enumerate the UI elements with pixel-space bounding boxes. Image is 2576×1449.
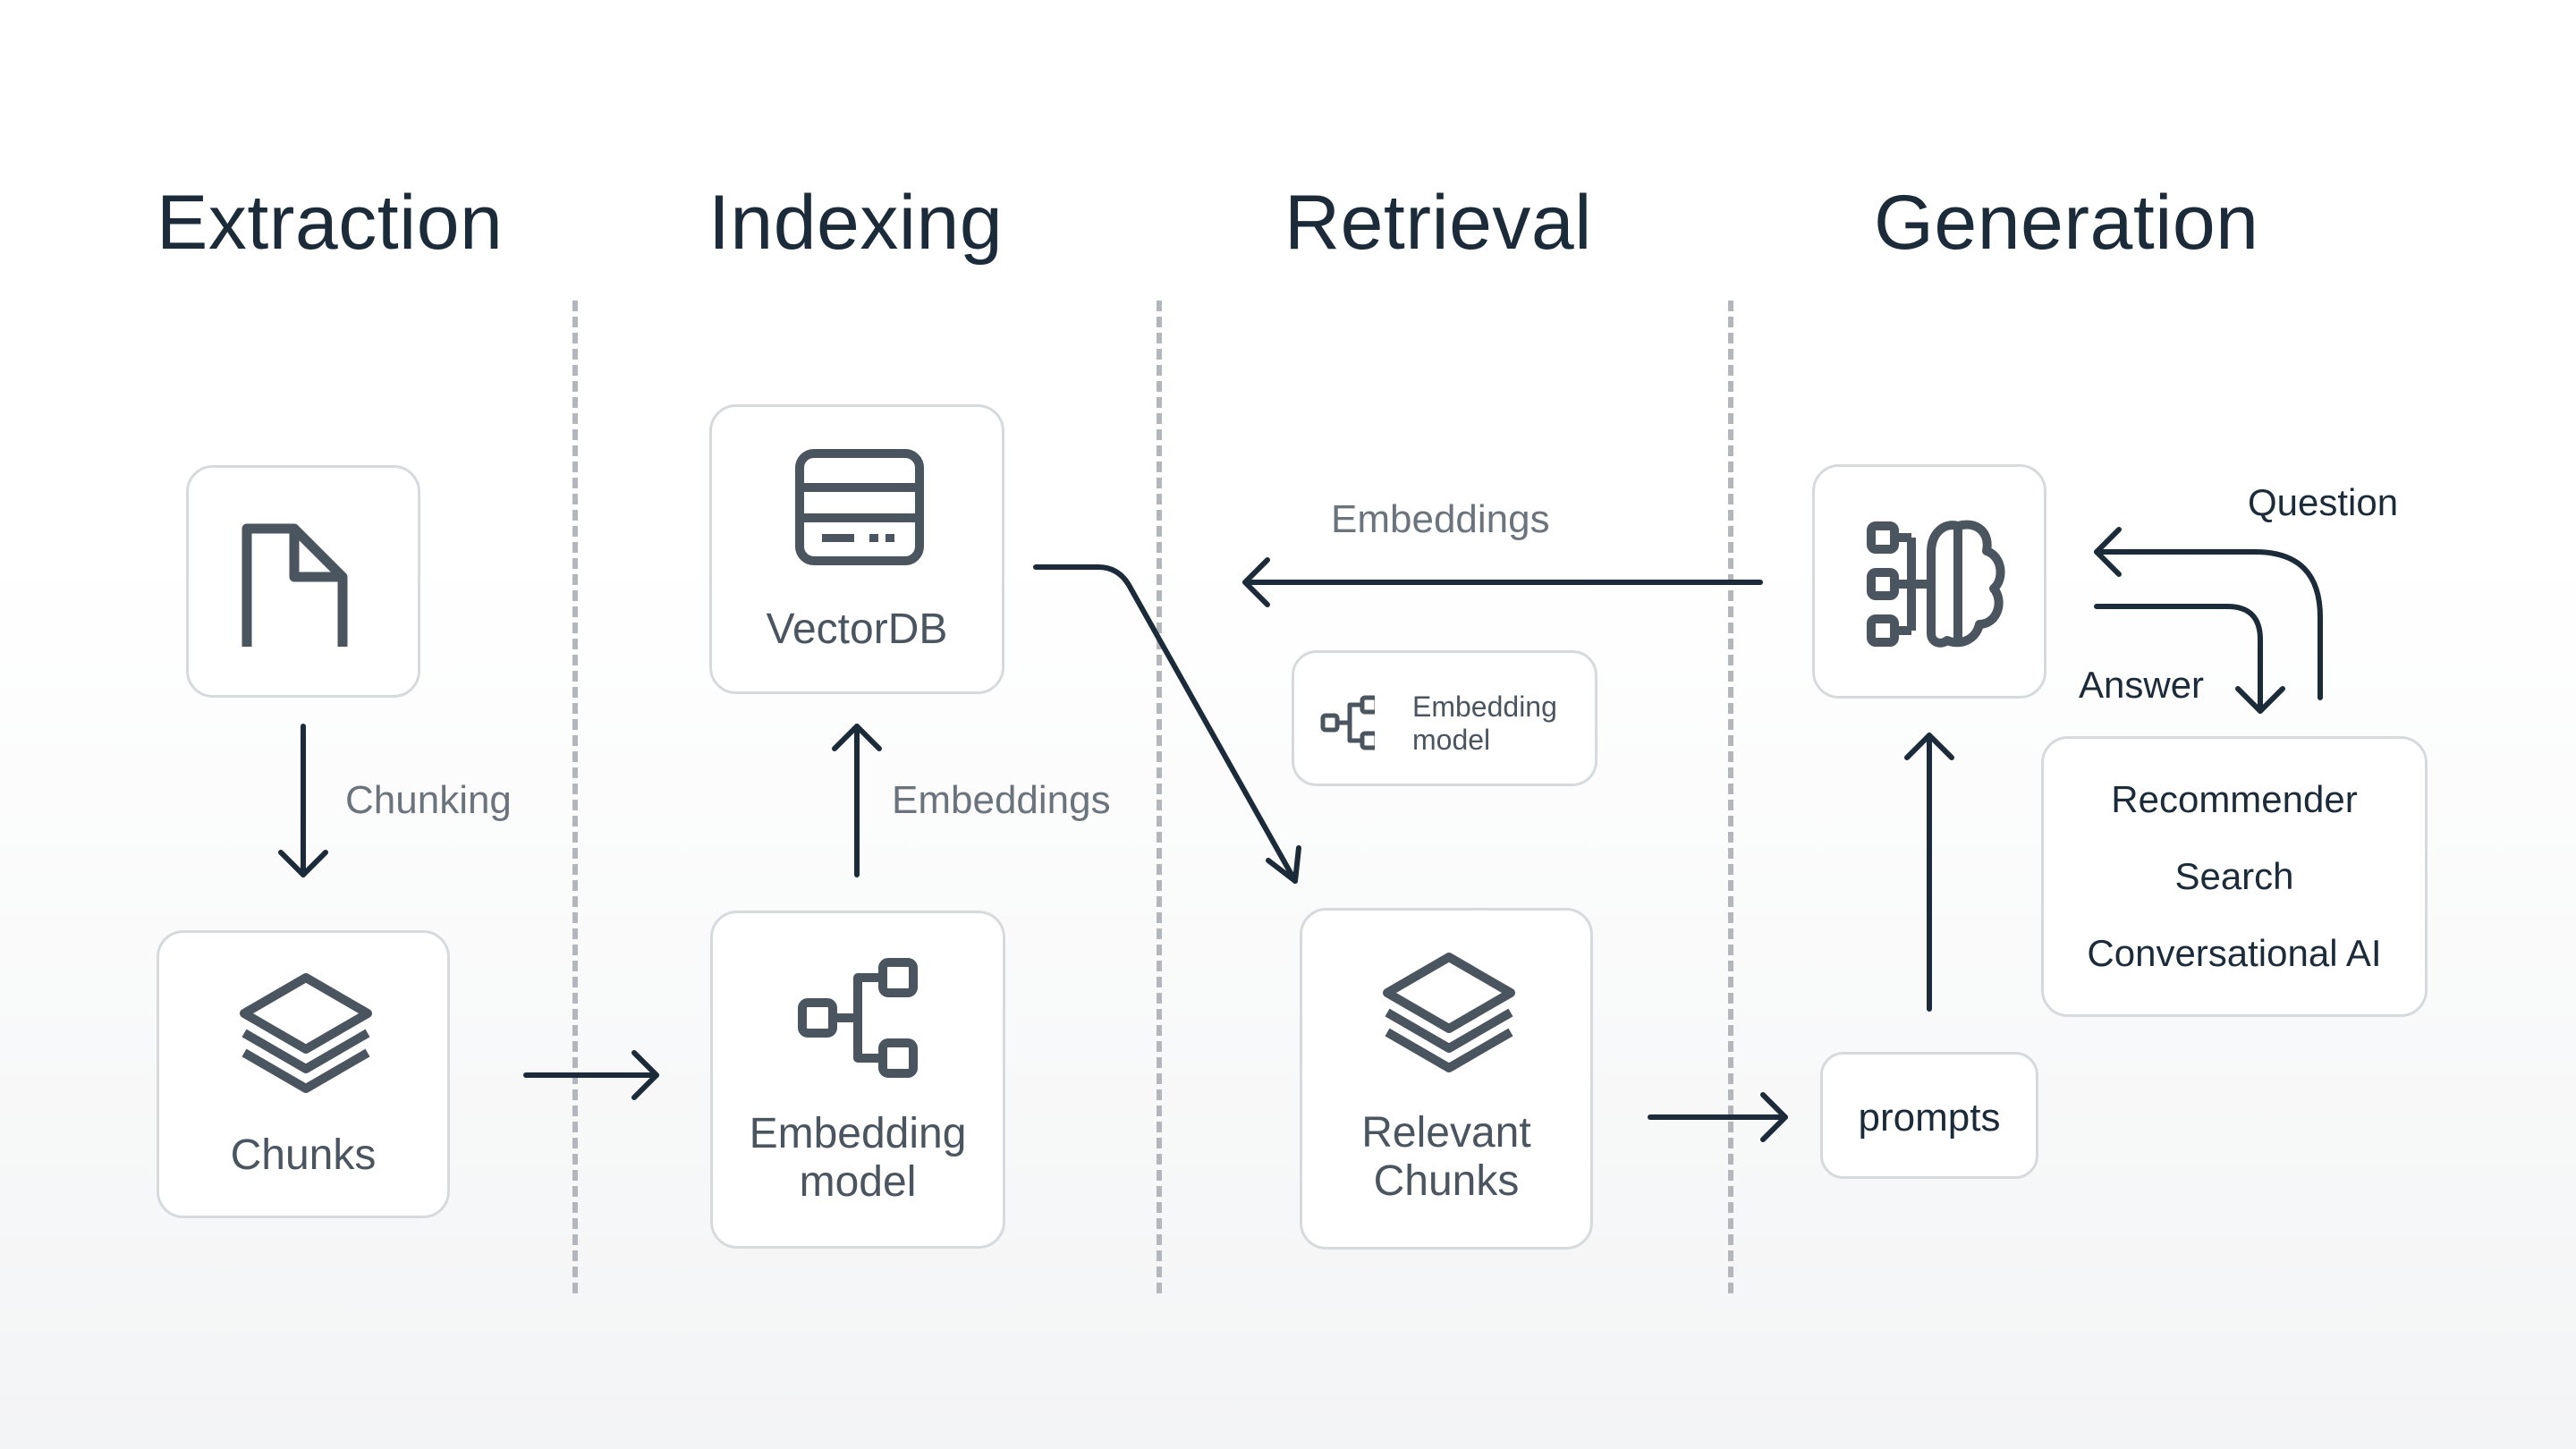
model-tree-icon (798, 958, 918, 1078)
embedding-model-label: Embedding model (749, 1110, 967, 1206)
phase-title-extraction: Extraction (157, 180, 504, 266)
arrow-chunks-to-embedding-model (523, 1050, 659, 1100)
llm-brain-icon (1867, 520, 2005, 648)
edge-label-chunking: Chunking (345, 778, 512, 822)
edge-label-question: Question (2248, 481, 2399, 523)
chunks-node: Chunks (157, 930, 450, 1218)
edge-label-embeddings-query: Embeddings (1331, 497, 1550, 541)
arrow-prompts-to-llm (1904, 733, 1954, 1012)
vectordb-node: VectorDB (709, 404, 1004, 694)
phase-title-indexing: Indexing (708, 180, 1004, 266)
divider-3 (1728, 301, 1733, 1293)
arrow-vectordb-to-relevant-chunks (1033, 564, 1301, 884)
prompts-node: prompts (1820, 1052, 2038, 1179)
arrow-embedding-to-vectordb (832, 724, 882, 877)
edge-label-answer: Answer (2079, 664, 2205, 706)
stack-layers-icon-relevant (1383, 953, 1515, 1072)
llm-node (1812, 464, 2046, 699)
arrow-question (2094, 527, 2323, 700)
arrow-document-to-chunks (278, 724, 328, 877)
app-item-search: Search (2174, 855, 2294, 897)
applications-node: Recommender Search Conversational AI (2041, 736, 2428, 1017)
divider-1 (572, 301, 578, 1293)
app-item-conversational-ai: Conversational AI (2087, 932, 2382, 974)
divider-2 (1157, 301, 1162, 1293)
arrow-relevant-chunks-to-prompts (1648, 1092, 1788, 1142)
app-item-recommender: Recommender (2111, 778, 2358, 820)
relevant-chunks-label: Relevant Chunks (1361, 1109, 1531, 1205)
query-embedding-model-label: Embedding model (1412, 691, 1557, 756)
stack-layers-icon (240, 973, 372, 1093)
arrow-query-embeddings (1242, 557, 1763, 607)
model-tree-icon-small (1320, 695, 1375, 750)
arrow-answer (2094, 604, 2285, 714)
edge-label-embeddings-indexing: Embeddings (892, 778, 1111, 822)
prompts-label: prompts (1858, 1096, 2001, 1140)
phase-title-generation: Generation (1874, 180, 2259, 266)
embedding-model-node: Embedding model (710, 911, 1005, 1249)
relevant-chunks-node: Relevant Chunks (1300, 908, 1593, 1250)
document-node (186, 465, 420, 698)
query-embedding-model-node: Embedding model (1292, 650, 1597, 786)
vectordb-label: VectorDB (766, 606, 948, 653)
phase-title-retrieval: Retrieval (1284, 180, 1592, 266)
database-icon (795, 449, 924, 565)
document-icon (242, 523, 348, 647)
chunks-label: Chunks (230, 1131, 377, 1179)
